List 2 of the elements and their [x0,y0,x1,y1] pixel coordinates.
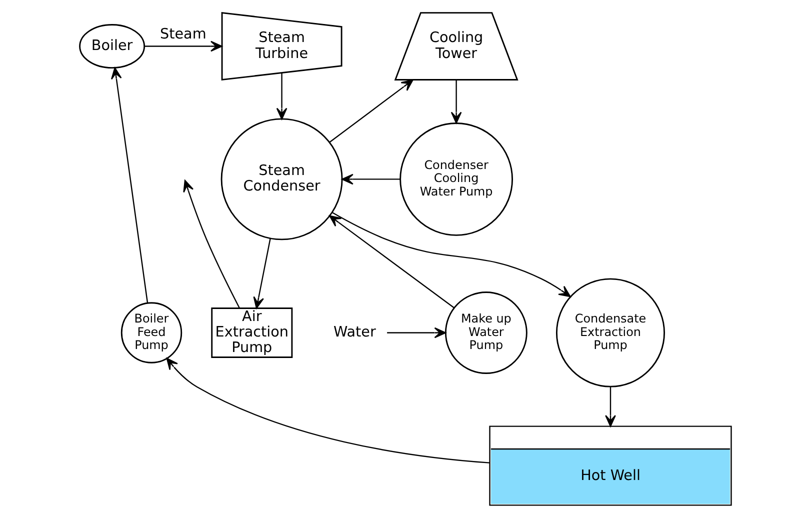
edge-label: Steam [160,26,206,43]
node-text: Water [333,324,376,340]
